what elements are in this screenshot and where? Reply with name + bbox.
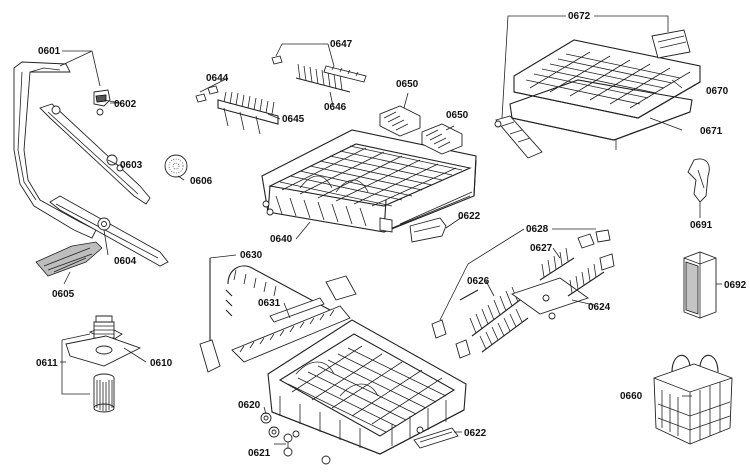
label-0630: 0630 (240, 250, 263, 261)
tine-frame-0630 (199, 258, 357, 373)
tine-row-0646 (295, 63, 351, 93)
tine-holder-0624 (511, 277, 589, 320)
label-0660: 0660 (620, 391, 643, 402)
label-0672: 0672 (568, 11, 591, 22)
label-0622-upper: 0622 (458, 211, 481, 222)
label-0650-a: 0650 (396, 79, 419, 90)
label-0646: 0646 (324, 102, 347, 113)
cutlery-spray-tray (35, 241, 103, 277)
leader-lines (59, 15, 722, 445)
handle-0622-upper (409, 217, 447, 243)
insert-0692 (683, 251, 717, 319)
label-0626: 0626 (467, 276, 490, 287)
spray-arm-hub (93, 89, 111, 116)
height-adjuster-0650 (379, 105, 463, 155)
label-0627: 0627 (530, 243, 553, 254)
label-0644: 0644 (206, 73, 229, 84)
label-0622-lower: 0622 (464, 428, 487, 439)
label-0671: 0671 (700, 126, 723, 137)
filter-assembly (61, 315, 142, 413)
label-0605: 0605 (52, 289, 75, 300)
tine-row-0631 (231, 297, 351, 363)
label-0604: 0604 (114, 256, 137, 267)
label-0670: 0670 (706, 86, 729, 97)
label-0692: 0692 (724, 280, 747, 291)
label-0645: 0645 (282, 114, 305, 125)
rail-frame-0671 (509, 79, 693, 150)
label-0620: 0620 (238, 400, 261, 411)
lower-spray-arm (49, 195, 169, 267)
folding-tines-0627 (539, 247, 605, 297)
label-0611: 0611 (36, 358, 58, 369)
rack-clip-0644 (195, 85, 219, 103)
label-0603: 0603 (120, 160, 143, 171)
rail-end-0672 (494, 115, 543, 159)
spray-arm-supply-pipe (13, 61, 97, 239)
spray-arm-filter-disc (164, 154, 188, 178)
label-0631: 0631 (258, 298, 281, 309)
label-0650-b: 0650 (446, 110, 469, 121)
folding-tines-0626 (459, 286, 529, 353)
label-0610: 0610 (150, 358, 173, 369)
label-0602: 0602 (114, 99, 137, 110)
label-0606: 0606 (190, 176, 213, 187)
part-labels: 0601 0602 0603 0604 0605 0606 0610 0611 … (36, 11, 747, 459)
cutlery-basket-0660 (653, 354, 733, 445)
tine-clips-0628 (431, 229, 615, 359)
wheels-0621 (283, 433, 331, 465)
label-0691: 0691 (690, 220, 713, 231)
label-0647: 0647 (330, 39, 353, 50)
upper-rack (261, 129, 477, 233)
lower-rack (267, 319, 467, 455)
label-0624: 0624 (588, 302, 611, 313)
label-0628: 0628 (526, 224, 549, 235)
rack-stop-0691 (687, 158, 710, 203)
clip-0647 (271, 55, 367, 83)
label-0601: 0601 (38, 46, 61, 57)
cup-shelf-0645 (217, 91, 279, 135)
label-0621: 0621 (248, 448, 271, 459)
wheels-0620 (260, 412, 280, 438)
upper-spray-arm (39, 103, 151, 205)
handle-0622-lower (413, 427, 459, 449)
label-0640: 0640 (270, 234, 293, 245)
third-rack-0670 (513, 29, 701, 119)
